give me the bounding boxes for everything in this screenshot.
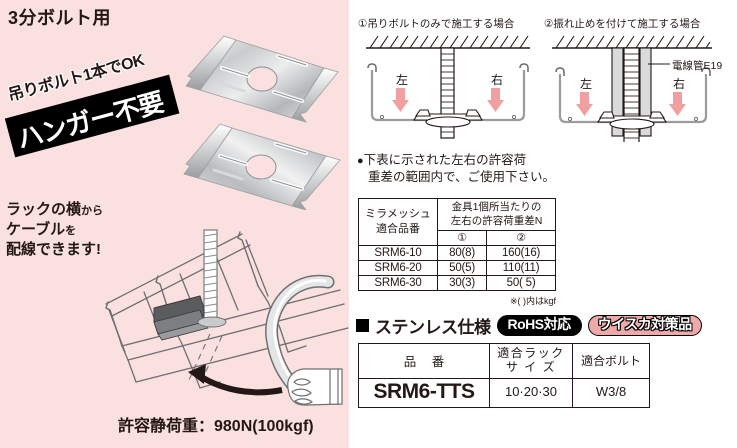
right-spec-panel: ①吊りボルトのみで施工する場合 [349, 0, 737, 448]
diagram-1-right-label: 右 [491, 72, 503, 87]
note-line2: 重差の範囲内で、ご使用下さい。 [368, 169, 556, 184]
table1-footnote: ※( )内はkgf [509, 296, 556, 306]
diagram-2-right-label: 右 [673, 76, 685, 91]
rack-installation-illustration [92, 212, 349, 412]
stainless-section-header: ステンレス仕様 RoHS対応 ウイスカ対策品 [356, 313, 702, 338]
installation-diagram-1: ①吊りボルトのみで施工する場合 [358, 16, 538, 146]
rack-text-line2-suffix: を [65, 224, 77, 237]
table2-header-racksize-l1: 適合ラック [497, 346, 565, 360]
table1-col1-1: 50(5) [436, 260, 488, 277]
table1-subheader-1: ① [436, 230, 488, 247]
table2-header-bolt: 適合ボルト [572, 343, 650, 379]
metal-plate-illustration [183, 35, 341, 211]
table2-racksize-value: 10·20·30 [489, 377, 573, 408]
diagram-1-caption: ①吊りボルトのみで施工する場合 [358, 18, 515, 30]
table1-col2-0: 160(16) [486, 245, 556, 262]
table-row: SRM6-TTS 10·20·30 W3/8 [358, 377, 650, 408]
diagram-2-drawing: 左 右 [552, 35, 712, 142]
table2-header-racksize: 適合ラック サ イ ズ [489, 343, 573, 379]
table1-subheader-2: ② [486, 230, 556, 247]
table-row: SRM6-30 30(3) 50( 5) [358, 275, 556, 292]
rack-text-line2: ケーブル [6, 220, 66, 238]
table1-header-span-l1: 金具1個所当たりの [451, 201, 542, 213]
table1-header-part: ミラメッシュ 適合品番 [358, 197, 438, 247]
table-row: ミラメッシュ 適合品番 金具1個所当たりの 左右の許容荷重差N [358, 197, 556, 247]
table-row: SRM6-20 50(5) 110(11) [358, 260, 556, 277]
table-row: SRM6-10 80(8) 160(16) [358, 245, 556, 262]
table1-part-1: SRM6-20 [358, 260, 438, 277]
left-feature-panel: 3分ボルト用 吊りボルト1本でOK ハンガー不要 [0, 0, 349, 448]
table-row: 品 番 適合ラック サ イ ズ 適合ボルト [358, 343, 650, 379]
rohs-badge: RoHS対応 [496, 315, 582, 336]
diagram-1-left-label: 左 [396, 72, 408, 87]
table1-col2-2: 50( 5) [486, 275, 556, 292]
table2-header-racksize-l2: サ イ ズ [505, 359, 557, 374]
diagram-1-drawing: 左 右 [366, 35, 530, 139]
installation-diagrams: ①吊りボルトのみで施工する場合 [358, 16, 734, 146]
diagram-2-left-label: 左 [580, 76, 592, 91]
table1-part-2: SRM6-30 [358, 275, 438, 292]
stainless-title: ステンレス仕様 [375, 318, 491, 337]
page-title: 3分ボルト用 [8, 8, 112, 28]
rack-text-line1: ラックの横 [6, 201, 82, 218]
rack-feature-text: ラックの横から ケーブルを 配線できます! [6, 200, 103, 259]
rack-text-line1-suffix: から [81, 205, 104, 217]
table1-header-part-l1: ミラメッシュ [365, 208, 431, 221]
table-row: ① ② [359, 230, 556, 247]
table1-header-part-l2: 適合品番 [376, 223, 420, 236]
table2-part-value: SRM6-TTS [358, 377, 490, 408]
usage-note: ●下表に示された左右の許容荷 重差の範囲内で、ご使用下さい。 [357, 152, 607, 186]
whisker-badge: ウイスカ対策品 [587, 315, 702, 336]
table1-header-span-l2: 左右の許容荷重差N [450, 214, 543, 227]
table1-header-span: 金具1個所当たりの 左右の許容荷重差N [437, 197, 556, 232]
diagram-2-caption: ②振れ止めを付けて施工する場合 [544, 18, 701, 30]
installation-diagram-2: ②振れ止めを付けて施工する場合 [544, 16, 724, 146]
table1-col1-0: 80(8) [436, 245, 488, 262]
allowable-load-table: ミラメッシュ 適合品番 金具1個所当たりの 左右の許容荷重差N ① ② SRM6… [358, 197, 556, 292]
note-line1: 下表に示された左右の許容荷 [363, 153, 527, 167]
note-bullet-icon: ● [357, 155, 364, 167]
product-photo [168, 30, 346, 211]
table2-bolt-value: W3/8 [572, 377, 650, 408]
table1-col2-1: 110(11) [486, 260, 556, 277]
table1-col1-2: 30(3) [436, 275, 488, 292]
static-load-caption: 許容静荷重：980N(100kgf) [118, 418, 314, 435]
table2-header-part: 品 番 [358, 343, 490, 379]
square-bullet-icon [356, 319, 369, 332]
rack-text-line3: 配線できます! [6, 240, 101, 258]
conduit-label: 電線管E19 [672, 60, 723, 72]
stainless-product-table: 品 番 適合ラック サ イ ズ 適合ボルト SRM6-TTS 10·20·30 … [358, 343, 650, 408]
table1-part-0: SRM6-10 [358, 245, 438, 262]
